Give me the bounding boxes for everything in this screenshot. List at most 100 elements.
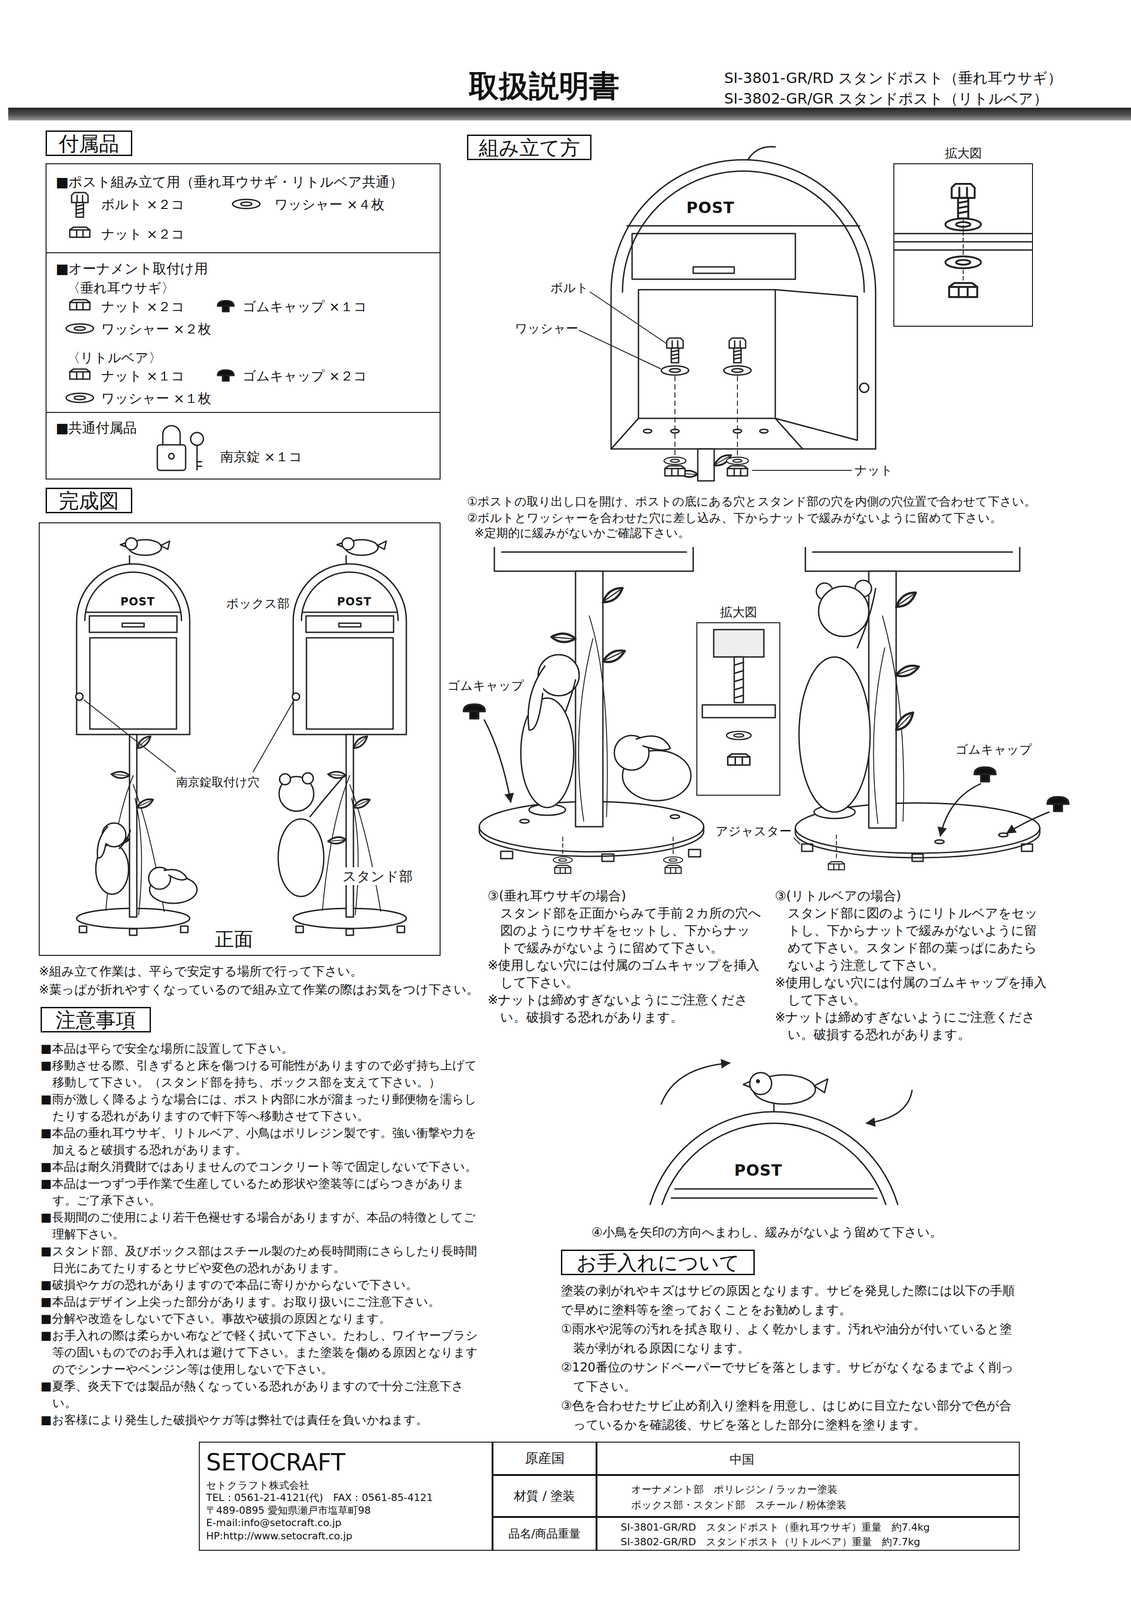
note-text: ※使用しない穴には付属のゴムキャップを挿入して下さい。 [774,973,1049,1009]
note-text: ■お客様により発生した破損やケガ等は弊社では責任を負いかねます。 [40,1411,486,1428]
label: ④小鳥を矢印の方向へまわし、緩みがないよう留めて下さい。 [591,1223,943,1240]
node-text: 〈垂れ耳ウサギ〉 [67,279,175,297]
svg-ellipse [519,819,530,823]
note-text: ③(垂れ耳ウサギの場合) [487,887,762,905]
svg-rect [697,448,715,481]
note-text: ②120番位のサンドペーパーでサビを落とします。サビがなくなるまでよく削って下さ… [560,1357,1022,1396]
svg-circle [125,537,138,550]
table-cell: SI-3801-GR/RD スタンドポスト（垂れ耳ウサギ）重量 約7.4kgSI… [596,1516,1020,1551]
note-text: スタンド部を正面からみて手前２カ所の穴へ図のようにウサギをセットし、下からナット… [500,904,762,957]
svg-use [66,393,94,403]
svg-path [528,665,545,730]
svg-use [729,337,746,363]
note-text: ※ナットは締めすぎないようにご注意ください。破損する恐れがあります。 [487,990,762,1026]
svg-circle [190,432,204,446]
step-block: ③(リトルベアの場合)スタンド部に図のようにリトルベアをセットし、下からナットで… [774,887,1049,1043]
svg-rect [601,853,614,862]
svg-rect [702,704,776,718]
label: アジャスター [713,822,794,839]
note-text: 塗装の剥がれやキズはサビの原因となります。サビを発見した際には以下の手順で早めに… [560,1280,1022,1319]
svg-rect [79,925,87,933]
label: ゴムキャップ [445,677,526,694]
svg-path [85,611,181,613]
svg-use [69,227,90,238]
figure-text: POST [337,594,372,609]
svg-use [951,183,975,219]
label: ②ボルトとワッシャーを合わせた穴に差し込み、下からナットで緩みがないように留めて… [466,510,1002,526]
svg-circle [756,1079,760,1083]
svg-rect [868,570,897,828]
note-text: ■雨が激しく降るような場合には、ポスト内部に水が溜まったり郵便物を濡らしたりする… [40,1090,486,1125]
svg-use [666,337,684,363]
node-text: 〒489-0895 愛知県瀬戸市塩草町98 [206,1503,371,1517]
svg-rect [638,289,776,419]
svg-path [747,146,776,160]
svg-path [650,1111,898,1204]
accessory-group: ■ポスト組み立て用（垂れ耳ウサギ・リトルベア共通）ボルト ×２コワッシャー ×４… [45,163,441,254]
svg-rect [1021,843,1033,851]
svg-path [565,679,576,712]
svg-path [611,159,876,449]
table-cell: オーナメント部 ポリレジン / ラッカー塗装ボックス部・スタンド部 スチール /… [596,1474,1020,1517]
svg-ellipse [759,429,768,433]
svg-rect [129,734,137,917]
accessory-group: ■共通付属品南京錠 ×１コ [45,411,441,480]
svg-path [661,1062,730,1104]
label: ※葉っぱが折れやすくなっているので組み立て作業の際はお気をつけ下さい。 [38,980,479,997]
node-text: HP:http://www.setocraft.co.jp [206,1529,353,1543]
svg-use [217,369,234,381]
label: ※組み立て作業は、平らで安定する場所で行って下さい。 [38,962,363,979]
table-header-cell: 原産国 [492,1441,597,1475]
figure-text: POST [686,197,735,218]
label: ナット [854,461,893,478]
label: ゴムキャップ [953,741,1034,758]
svg-path [162,425,181,445]
node-text: 組み立て方 [478,134,581,161]
svg-rect [713,629,764,657]
node-text: TEL：0561-21-4121(代) FAX：0561-85-4121 [206,1490,433,1505]
care-list: 塗装の剥がれやキズはサビの原因となります。サビを発見した際には以下の手順で早めに… [560,1280,1022,1434]
node-text: ナット ×２コ [101,298,185,316]
svg-path [734,662,744,698]
svg-rect [632,233,796,280]
svg-path [866,1089,913,1123]
svg-use [726,731,752,740]
note-text: ■本品は耐久消費財ではありませんのでコンクリート等で固定しないで下さい。 [40,1157,486,1175]
node-text: 〈リトルベア〉 [67,349,162,367]
svg-path [962,218,964,281]
note-text: ■長期間のご使用により若干色褪せする場合がありますが、本品の特徴としてご理解下さ… [40,1208,486,1243]
note-text: ※ナットは締めすぎないようにご注意ください。破損する恐れがあります。 [774,1008,1049,1043]
note-text: ■分解や改造をしないで下さい。事故や破損の原因となります。 [40,1309,486,1327]
figure-frame: ボックス部南京錠取付け穴スタンド部正面 [38,522,441,956]
node-text: 南京錠 ×１コ [220,448,303,466]
label: ワッシャー [514,320,579,337]
svg-path [835,834,837,858]
note-text: ■夏季、炎天下では製品が熱くなっている恐れがありますので十分ご注意下さい。 [40,1377,486,1412]
svg-path [484,719,511,802]
svg-rect [693,266,735,274]
detail-caption: 拡大図 [894,145,1033,161]
svg-path [940,783,981,836]
svg-path [674,376,738,457]
svg-path [590,291,666,343]
svg-use [949,282,978,297]
figure-text: POST [120,594,156,609]
note-text: ①雨水や泥等の汚れを拭き取り、よく乾かします。汚れや油分が付いていると塗装が剥が… [560,1318,1022,1358]
node-text: ■共通付属品 [55,418,137,437]
svg-rect [157,444,186,471]
svg-use [664,865,681,874]
svg-path [857,588,876,648]
svg-circle [302,772,314,784]
section-heading: 完成図 [45,487,133,514]
node-text: ワッシャー ×４枚 [274,196,385,214]
note-text: ■本品は平らで安全な場所に設置して下さい。 [40,1039,486,1057]
node-text: 南京錠取付け穴 [174,774,262,790]
svg-circle [168,453,175,459]
svg-path [611,418,876,449]
svg-rect [89,615,177,633]
svg-circle [75,692,84,701]
svg-rect [734,656,744,703]
document-title: 取扱説明書 [468,66,620,106]
svg-use [892,710,918,732]
svg-ellipse [998,832,1008,837]
